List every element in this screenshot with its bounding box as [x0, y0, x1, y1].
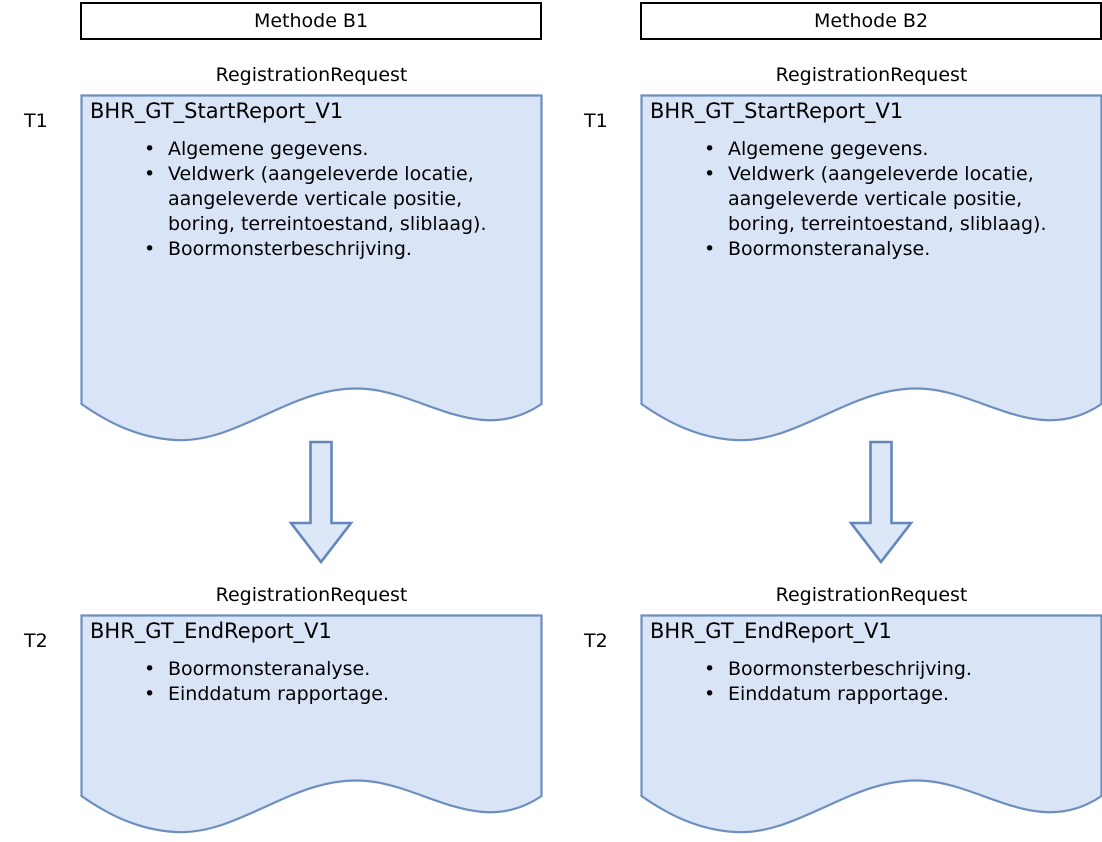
document-shape	[640, 614, 1102, 838]
document-title: BHR_GT_StartReport_V1	[90, 99, 344, 123]
list-item: • Algemene gegevens.	[142, 137, 533, 162]
document-bullet-list: • Algemene gegevens. • Veldwerk (aangele…	[90, 137, 533, 262]
list-item-label: Einddatum rapportage.	[728, 683, 950, 706]
method-header-b2: Methode B2	[640, 2, 1102, 40]
bullet-icon: •	[144, 138, 156, 161]
time-label-b2-t2: T2	[584, 630, 608, 652]
document-shape	[640, 94, 1102, 446]
list-item-label: Veldwerk (aangeleverde locatie, aangelev…	[728, 163, 1047, 236]
list-item-label: Einddatum rapportage.	[168, 683, 390, 706]
document-bullet-list: • Boormonsteranalyse. • Einddatum rappor…	[90, 657, 533, 707]
time-label-b1-t1: T1	[24, 110, 48, 132]
document-title: BHR_GT_EndReport_V1	[90, 619, 332, 643]
document-caption: RegistrationRequest	[215, 584, 408, 606]
flow-arrow-b2	[848, 440, 914, 566]
bullet-icon: •	[704, 683, 716, 706]
list-item: • Veldwerk (aangeleverde locatie, aangel…	[702, 162, 1093, 237]
list-item-label: Algemene gegevens.	[168, 138, 369, 161]
bullet-icon: •	[144, 163, 156, 186]
document-b1-t1: RegistrationRequest BHR_GT_StartReport_V…	[80, 66, 543, 446]
list-item: • Boormonsteranalyse.	[142, 657, 533, 682]
document-shape	[80, 94, 543, 446]
time-label-b1-t2: T2	[24, 630, 48, 652]
bullet-icon: •	[144, 658, 156, 681]
document-bullet-list: • Algemene gegevens. • Veldwerk (aangele…	[650, 137, 1093, 262]
flow-arrow-b1	[288, 440, 354, 566]
bullet-icon: •	[704, 658, 716, 681]
list-item: • Boormonsterbeschrijving.	[142, 237, 533, 262]
list-item: • Einddatum rapportage.	[142, 682, 533, 707]
bullet-icon: •	[704, 138, 716, 161]
method-header-b1: Methode B1	[80, 2, 542, 40]
method-header-b1-label: Methode B1	[253, 9, 369, 32]
list-item: • Boormonsterbeschrijving.	[702, 657, 1093, 682]
bullet-icon: •	[704, 163, 716, 186]
list-item-label: Veldwerk (aangeleverde locatie, aangelev…	[168, 163, 487, 236]
document-caption: RegistrationRequest	[215, 64, 408, 86]
document-b2-t1: RegistrationRequest BHR_GT_StartReport_V…	[640, 66, 1102, 446]
list-item-label: Boormonsterbeschrijving.	[168, 238, 412, 261]
document-bullet-list: • Boormonsterbeschrijving. • Einddatum r…	[650, 657, 1093, 707]
document-content: BHR_GT_StartReport_V1 • Algemene gegeven…	[640, 99, 1102, 262]
method-header-b2-label: Methode B2	[813, 9, 929, 32]
list-item: • Boormonsteranalyse.	[702, 237, 1093, 262]
document-title: BHR_GT_StartReport_V1	[650, 99, 904, 123]
list-item-label: Boormonsteranalyse.	[168, 658, 371, 681]
document-content: BHR_GT_EndReport_V1 • Boormonsteranalyse…	[80, 619, 543, 707]
time-label-b2-t1: T1	[584, 110, 608, 132]
list-item-label: Boormonsterbeschrijving.	[728, 658, 972, 681]
document-content: BHR_GT_StartReport_V1 • Algemene gegeven…	[80, 99, 543, 262]
document-caption: RegistrationRequest	[775, 64, 968, 86]
bullet-icon: •	[144, 238, 156, 261]
list-item: • Algemene gegevens.	[702, 137, 1093, 162]
document-shape	[80, 614, 543, 838]
document-b2-t2: RegistrationRequest BHR_GT_EndReport_V1 …	[640, 586, 1102, 838]
bullet-icon: •	[704, 238, 716, 261]
list-item-label: Boormonsteranalyse.	[728, 238, 931, 261]
document-content: BHR_GT_EndReport_V1 • Boormonsterbeschri…	[640, 619, 1102, 707]
document-b1-t2: RegistrationRequest BHR_GT_EndReport_V1 …	[80, 586, 543, 838]
list-item: • Veldwerk (aangeleverde locatie, aangel…	[142, 162, 533, 237]
list-item-label: Algemene gegevens.	[728, 138, 929, 161]
bullet-icon: •	[144, 683, 156, 706]
document-title: BHR_GT_EndReport_V1	[650, 619, 892, 643]
document-caption: RegistrationRequest	[775, 584, 968, 606]
list-item: • Einddatum rapportage.	[702, 682, 1093, 707]
